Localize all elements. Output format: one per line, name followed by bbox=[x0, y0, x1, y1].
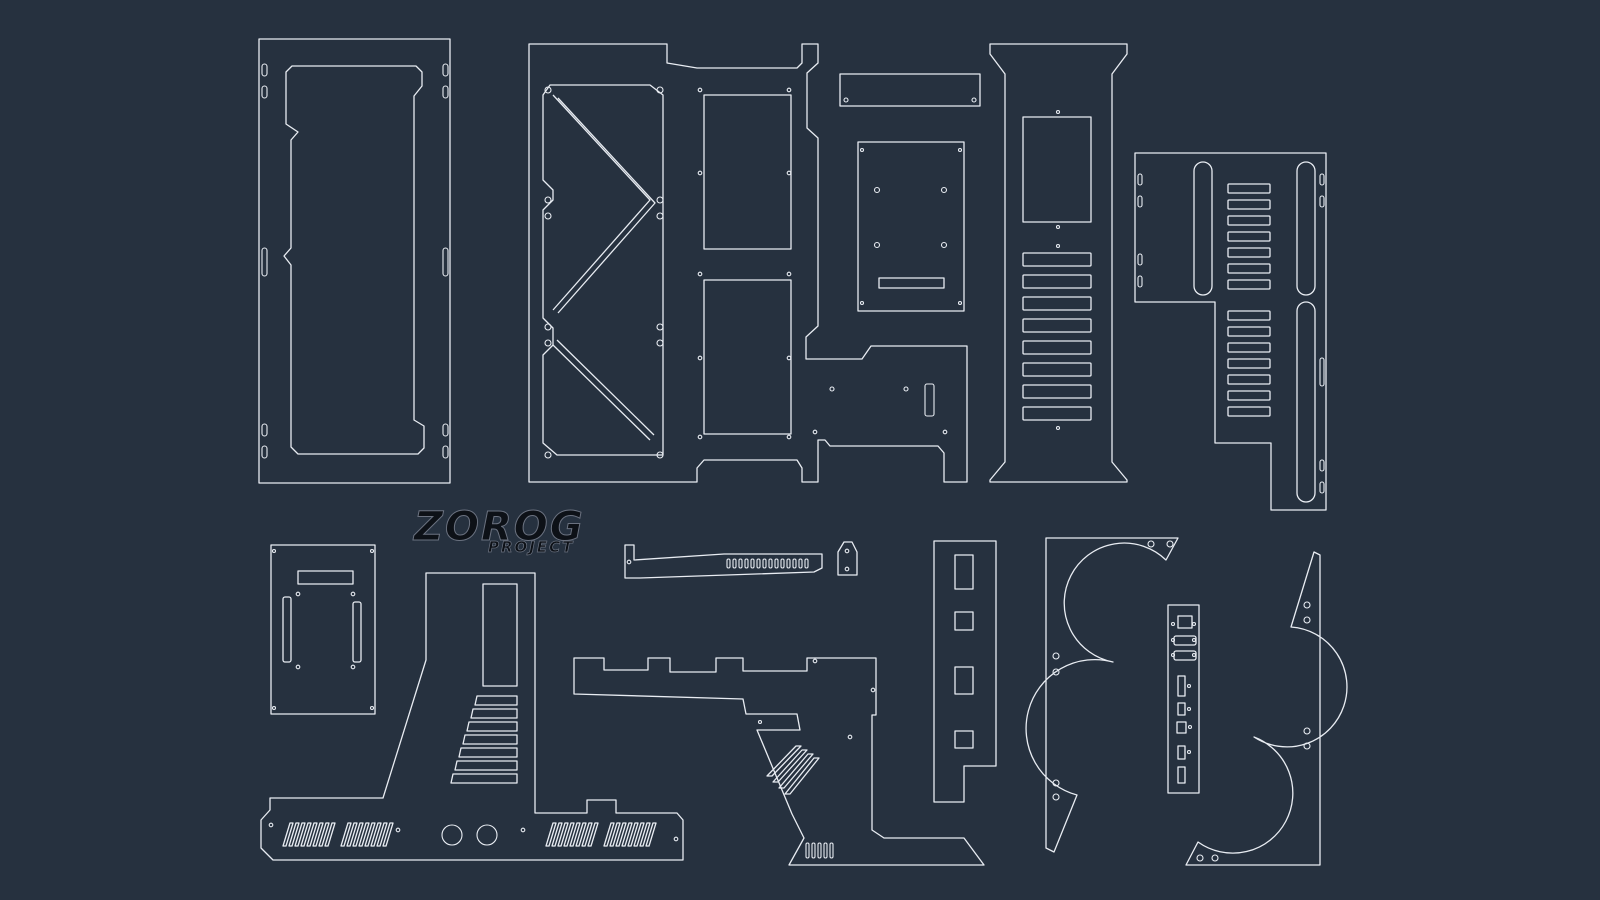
logo-title: ZOROG bbox=[412, 504, 585, 550]
logo-subtitle: PROJECT bbox=[488, 538, 574, 556]
zorog-project-logo: ZOROG PROJECT bbox=[412, 504, 585, 557]
base-vent-slots-left bbox=[282, 822, 394, 847]
fan-bracket-right bbox=[1185, 551, 1348, 866]
motherboard-tray-panel bbox=[528, 43, 968, 483]
side-frame-panel bbox=[258, 38, 451, 484]
base-stand-panel bbox=[260, 572, 684, 861]
base-vent-slots-right bbox=[545, 822, 657, 847]
gpu-support-bracket bbox=[624, 544, 823, 579]
vent-panel bbox=[989, 43, 1128, 483]
fan-bracket-left bbox=[1025, 537, 1179, 853]
io-mount-plate bbox=[270, 544, 376, 715]
io-port-strip bbox=[1167, 604, 1200, 794]
pump-stand-panel bbox=[573, 657, 985, 866]
side-vent-panel bbox=[1134, 152, 1327, 511]
vertical-window-bracket bbox=[933, 540, 997, 803]
square-mount-plate bbox=[857, 141, 965, 312]
small-strip-plate bbox=[839, 73, 981, 107]
small-tab-piece bbox=[837, 541, 858, 576]
